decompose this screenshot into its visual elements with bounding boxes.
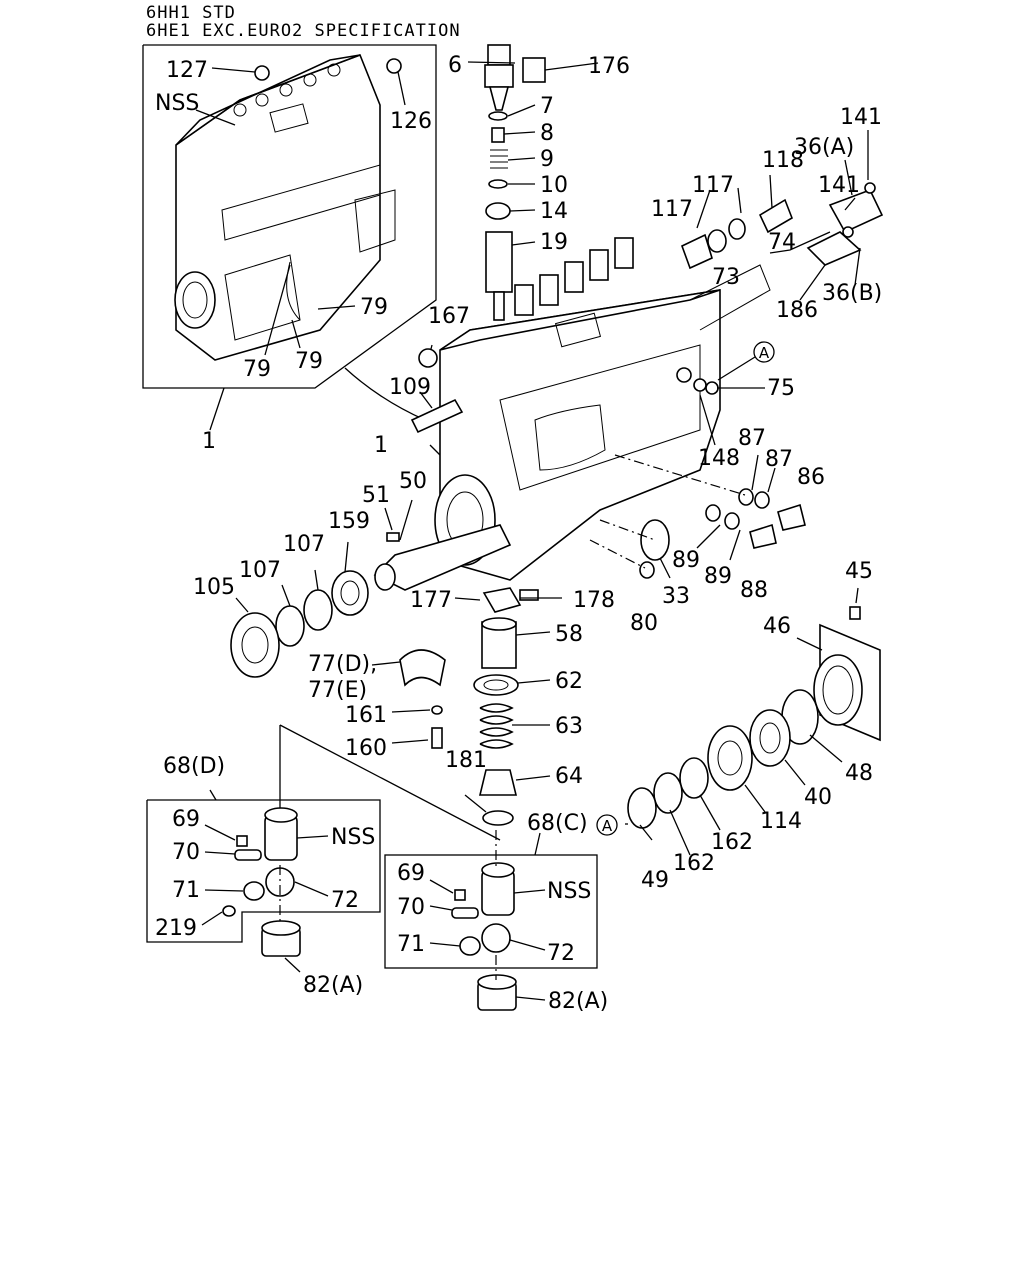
label-58: 58 <box>555 622 583 647</box>
label-75: 75 <box>767 376 795 401</box>
label-nss-68d: NSS <box>331 825 375 850</box>
label-72-d: 72 <box>331 888 359 913</box>
label-64: 64 <box>555 764 583 789</box>
label-109: 109 <box>389 375 431 400</box>
label-69-d: 69 <box>172 807 200 832</box>
circle-marker-a-top: A <box>717 341 775 381</box>
label-161: 161 <box>345 703 387 728</box>
label-nss-top: NSS <box>155 91 199 116</box>
label-33: 33 <box>662 584 690 609</box>
label-186: 186 <box>776 298 818 323</box>
label-105: 105 <box>193 575 235 600</box>
label-71-c: 71 <box>397 932 425 957</box>
label-36b: 36(B) <box>822 281 882 306</box>
label-167: 167 <box>428 304 470 329</box>
label-8: 8 <box>540 121 554 146</box>
label-40: 40 <box>804 785 832 810</box>
label-114: 114 <box>760 809 802 834</box>
svg-text:A: A <box>759 344 770 362</box>
label-88: 88 <box>740 578 768 603</box>
label-48: 48 <box>845 761 873 786</box>
label-162-b: 162 <box>673 851 715 876</box>
label-1-main: 1 <box>374 433 388 458</box>
label-148: 148 <box>698 446 740 471</box>
label-10: 10 <box>540 173 568 198</box>
label-46: 46 <box>763 614 791 639</box>
label-176: 176 <box>588 54 630 79</box>
label-118: 118 <box>762 148 804 173</box>
label-9: 9 <box>540 147 554 172</box>
label-19: 19 <box>540 230 568 255</box>
header-line-1: 6HH1 STD <box>146 3 236 23</box>
inset-box-pump-body <box>142 44 437 431</box>
label-87-a: 87 <box>738 426 766 451</box>
label-45: 45 <box>845 559 873 584</box>
label-89-b: 89 <box>704 564 732 589</box>
label-159: 159 <box>328 509 370 534</box>
label-51: 51 <box>362 483 390 508</box>
diagram-header: 6HH1 STD 6HE1 EXC.EURO2 SPECIFICATION <box>146 4 461 40</box>
label-62: 62 <box>555 669 583 694</box>
inset-box-68c <box>384 830 598 1011</box>
label-1-inset: 1 <box>202 429 216 454</box>
label-219: 219 <box>155 916 197 941</box>
main-pump-body <box>373 237 721 591</box>
label-73: 73 <box>712 265 740 290</box>
label-77e: 77(E) <box>308 678 367 703</box>
label-14: 14 <box>540 199 568 224</box>
label-79-a: 79 <box>360 295 388 320</box>
inset-box-68d <box>146 724 501 973</box>
label-89-a: 89 <box>672 548 700 573</box>
label-178: 178 <box>573 588 615 613</box>
label-77d: 77(D), <box>308 652 377 677</box>
label-6: 6 <box>448 53 462 78</box>
label-68d: 68(D) <box>163 754 225 779</box>
label-63: 63 <box>555 714 583 739</box>
label-127: 127 <box>166 58 208 83</box>
label-181: 181 <box>445 748 487 773</box>
label-36a: 36(A) <box>794 135 854 160</box>
label-69-c: 69 <box>397 861 425 886</box>
label-71-d: 71 <box>172 878 200 903</box>
label-141-a: 141 <box>840 105 882 130</box>
label-117-a: 117 <box>692 173 734 198</box>
tappet-spring-stack <box>454 587 562 826</box>
label-141-b: 141 <box>818 173 860 198</box>
flange-bearing-parts <box>625 587 881 856</box>
shaft-bearing-parts <box>230 344 464 678</box>
clamp-parts <box>371 649 446 749</box>
part-number-labels: 127 126 79 79 79 1 6 176 7 8 9 10 14 19 … <box>155 53 882 1014</box>
label-107-b: 107 <box>239 558 281 583</box>
label-68c: 68(C) <box>527 811 588 836</box>
label-74: 74 <box>768 230 796 255</box>
label-86: 86 <box>797 465 825 490</box>
label-7: 7 <box>540 94 554 119</box>
right-side-parts <box>589 130 884 579</box>
label-87-b: 87 <box>765 447 793 472</box>
label-126: 126 <box>390 109 432 134</box>
label-80: 80 <box>630 611 658 636</box>
label-49: 49 <box>641 868 669 893</box>
label-177: 177 <box>410 588 452 613</box>
label-79-c: 79 <box>295 349 323 374</box>
label-82a-c: 82(A) <box>548 989 608 1014</box>
plunger-stack-top <box>467 44 599 321</box>
circle-marker-a-bottom: A <box>596 814 618 836</box>
label-50: 50 <box>399 469 427 494</box>
header-line-2: 6HE1 EXC.EURO2 SPECIFICATION <box>146 21 461 41</box>
label-72-c: 72 <box>547 941 575 966</box>
label-160: 160 <box>345 736 387 761</box>
label-117-b: 117 <box>651 197 693 222</box>
label-70-d: 70 <box>172 840 200 865</box>
label-82a-d: 82(A) <box>303 973 363 998</box>
label-nss-68c: NSS <box>547 879 591 904</box>
svg-text:A: A <box>602 817 613 835</box>
label-107-a: 107 <box>283 532 325 557</box>
label-79-b: 79 <box>243 357 271 382</box>
label-162-a: 162 <box>711 830 753 855</box>
label-70-c: 70 <box>397 895 425 920</box>
